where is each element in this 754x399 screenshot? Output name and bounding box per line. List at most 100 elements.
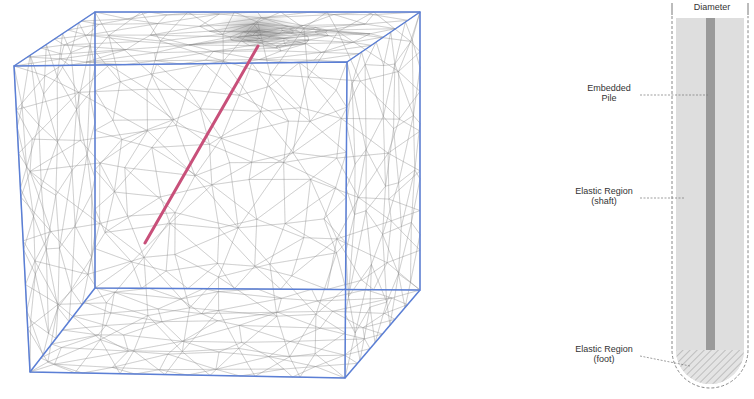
mesh-element — [34, 187, 47, 249]
mesh-element — [410, 234, 420, 290]
mesh-element — [151, 61, 223, 109]
mesh-element — [200, 109, 261, 144]
mesh-element — [61, 335, 128, 351]
mesh-element — [216, 369, 284, 376]
mesh-element — [188, 90, 239, 139]
mesh-element — [77, 45, 91, 109]
mesh-element — [144, 257, 189, 315]
mesh-element — [114, 288, 180, 299]
mesh-element — [308, 32, 360, 81]
mesh-element — [218, 312, 278, 325]
mesh-element — [95, 192, 114, 232]
mesh-element — [218, 277, 276, 316]
mesh-element — [75, 194, 92, 257]
mesh-element — [88, 257, 144, 303]
mesh-element — [304, 179, 337, 239]
mesh-element — [270, 224, 337, 264]
mesh-element — [114, 292, 180, 309]
mesh-element — [242, 341, 291, 356]
mesh-element — [166, 263, 217, 288]
mesh-element — [345, 349, 370, 364]
mesh-element — [120, 74, 173, 119]
mesh-element — [317, 290, 391, 301]
part-label: Elastic Region (foot) — [572, 344, 636, 365]
mesh-element — [328, 34, 370, 43]
mesh-element — [25, 285, 58, 329]
cube-edges — [14, 12, 420, 378]
mesh-element — [316, 253, 346, 315]
mesh-element — [30, 139, 80, 171]
mesh-element — [334, 15, 373, 25]
mesh-element — [128, 15, 167, 24]
mesh-element — [155, 51, 214, 60]
mesh-element — [299, 63, 336, 122]
mesh-element — [200, 61, 261, 111]
mesh-element — [371, 234, 386, 302]
mesh-element — [35, 249, 48, 333]
mesh-element — [394, 116, 414, 183]
pile-core — [706, 18, 715, 350]
mesh-element — [333, 298, 392, 313]
mesh-element — [317, 298, 391, 311]
mesh-element — [44, 77, 58, 142]
mesh-element — [355, 150, 367, 215]
mesh-element — [82, 257, 95, 305]
part-label: Embedded Pile — [584, 83, 634, 104]
foot-region — [676, 350, 744, 384]
mesh-element — [87, 155, 95, 194]
mesh-element — [209, 144, 251, 185]
mesh-element — [399, 116, 415, 183]
mesh-element — [56, 170, 72, 248]
mesh-element — [278, 301, 333, 312]
mesh-element — [39, 125, 58, 187]
mesh-element — [34, 216, 47, 274]
mesh-element — [383, 64, 395, 129]
mesh-element — [87, 35, 151, 41]
mesh-element — [269, 63, 310, 122]
mesh-element — [346, 214, 355, 296]
mesh-element — [14, 65, 62, 75]
mesh-element — [218, 228, 269, 277]
mesh-element — [281, 276, 327, 290]
mesh-element — [95, 51, 120, 90]
mesh-element — [152, 148, 212, 197]
region-boundary — [672, 16, 748, 388]
mesh-element — [257, 179, 311, 237]
mesh-element — [320, 311, 363, 328]
mesh-element — [87, 24, 158, 36]
mesh-element — [52, 330, 98, 344]
mesh-element — [64, 42, 139, 50]
leader-lines — [640, 95, 708, 366]
mesh-element — [327, 12, 373, 32]
mesh-element — [28, 304, 58, 362]
mesh-element — [128, 213, 176, 258]
mesh-element — [290, 314, 316, 356]
mesh-element — [252, 63, 300, 87]
mesh-element — [363, 319, 395, 334]
mesh-element — [166, 223, 217, 270]
mesh-element — [72, 110, 87, 171]
mesh-element — [112, 354, 168, 370]
mesh-element — [411, 170, 420, 222]
mesh-element — [374, 263, 420, 290]
mesh-element — [337, 118, 388, 158]
mesh-element — [311, 158, 359, 197]
mesh-element — [87, 122, 95, 177]
mesh-element — [162, 321, 218, 342]
mesh-element — [105, 223, 170, 261]
soil-mesh — [14, 12, 420, 378]
mesh-element — [359, 153, 389, 199]
mesh-element — [61, 59, 86, 65]
dimension-ticks — [672, 3, 748, 15]
mesh-element — [383, 234, 399, 302]
mesh-element — [109, 36, 161, 74]
mesh-element — [55, 364, 113, 373]
mesh-element — [21, 197, 51, 241]
mesh-element — [32, 92, 80, 140]
mesh-element — [95, 233, 132, 262]
mesh-element — [151, 26, 210, 35]
mesh-element — [188, 263, 234, 288]
mesh-element — [106, 313, 162, 326]
mesh-element — [269, 341, 345, 356]
mesh-element — [56, 142, 72, 195]
